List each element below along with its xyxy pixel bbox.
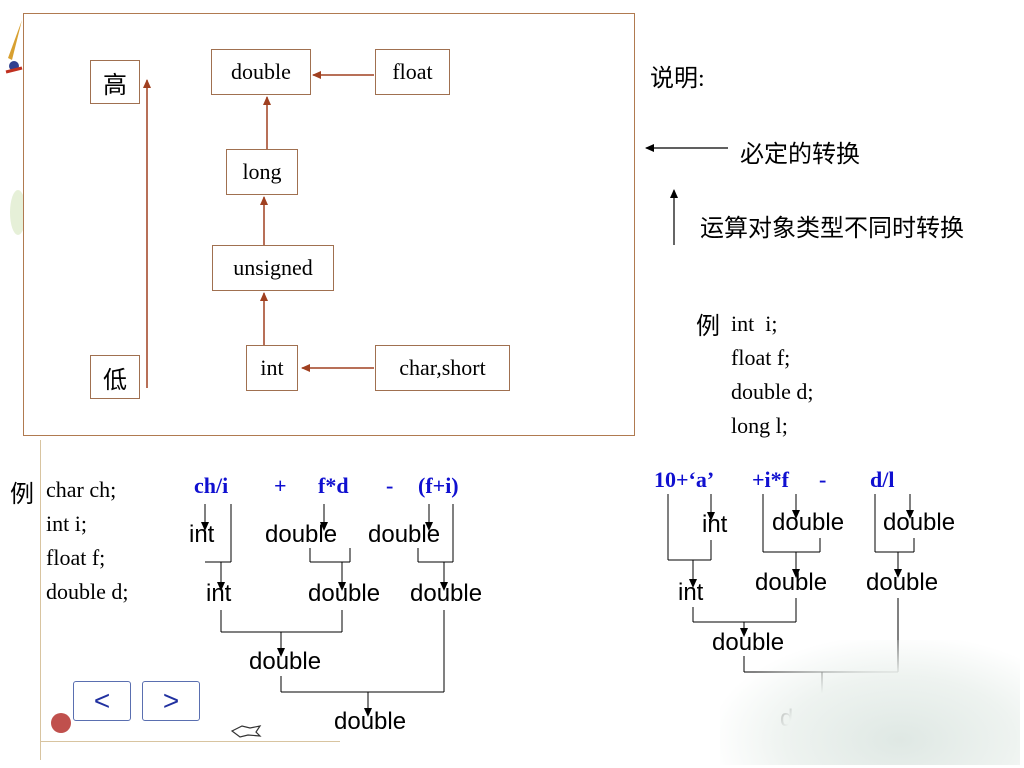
expr-left-term-5: (f+i)	[418, 473, 459, 498]
left-double-h: double	[334, 708, 407, 735]
right-double-c: double	[883, 509, 956, 536]
next-slide-button[interactable]: >	[142, 681, 200, 721]
legend-operand-conversion: 运算对象类型不同时转换	[700, 216, 964, 242]
high-label: 高	[90, 60, 140, 104]
left-int-a: int	[189, 521, 215, 548]
right-int-a: int	[702, 511, 728, 538]
decl-left-3: double d;	[46, 579, 129, 604]
low-label: 低	[90, 355, 140, 399]
right-double-b: double	[772, 509, 845, 536]
prev-slide-button[interactable]: <	[73, 681, 131, 721]
type-unsigned-box: unsigned	[212, 245, 334, 291]
legend-title: 说明:	[650, 66, 705, 92]
type-double-box: double	[211, 49, 311, 95]
decorative-quill-icon	[4, 18, 26, 78]
type-char-short-box: char,short	[375, 345, 510, 391]
right-double-e: double	[755, 569, 828, 596]
decl-left-2: float f;	[46, 545, 106, 570]
decl-left-1: int i;	[46, 511, 87, 536]
expr-right-term-3: -	[819, 467, 827, 492]
left-double-f: double	[410, 580, 483, 607]
example-left-prefix: 例	[10, 482, 34, 508]
decl-right-1: float f;	[731, 345, 791, 370]
right-int-d: int	[678, 579, 704, 606]
decorative-leaf	[10, 190, 26, 235]
expr-left-term-1: ch/i	[194, 473, 229, 498]
legend-mandatory-conversion: 必定的转换	[740, 142, 860, 168]
left-int-d: int	[206, 580, 232, 607]
right-double-f: double	[866, 569, 939, 596]
left-double-b: double	[265, 521, 338, 548]
expr-right-term-4: d/l	[870, 467, 895, 492]
left-border-line	[40, 440, 41, 760]
decl-right-0: int i;	[731, 311, 778, 336]
decorative-tree-scenery	[720, 640, 1020, 765]
left-double-e: double	[308, 580, 381, 607]
decl-right-3: long l;	[731, 413, 788, 438]
expr-left-term-4: -	[386, 473, 394, 498]
left-double-c: double	[368, 521, 441, 548]
left-double-g: double	[249, 648, 322, 675]
example-right-prefix: 例	[696, 314, 720, 340]
type-float-box: float	[375, 49, 450, 95]
expr-left-term-3: f*d	[318, 473, 349, 498]
decl-right-2: double d;	[731, 379, 814, 404]
bottom-border-line	[40, 741, 340, 742]
expr-right-term-2: +i*f	[752, 467, 789, 492]
nav-bullet-icon	[51, 713, 71, 733]
decl-left-0: char ch;	[46, 477, 117, 502]
type-int-box: int	[246, 345, 298, 391]
type-long-box: long	[226, 149, 298, 195]
expr-right-term-1: 10+‘a’	[654, 467, 715, 492]
return-hand-icon[interactable]	[230, 722, 262, 740]
expr-left-term-2: +	[274, 473, 287, 498]
